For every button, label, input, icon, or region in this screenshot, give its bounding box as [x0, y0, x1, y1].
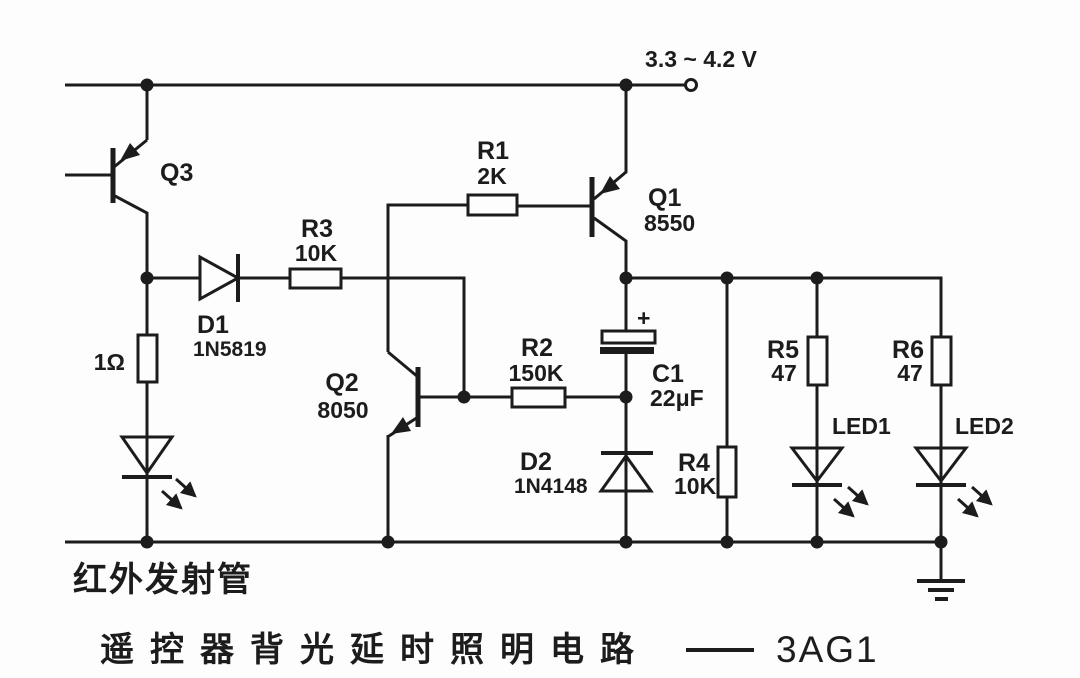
led1: LED1 [788, 413, 891, 518]
diode-d2: D2 1N4148 [514, 448, 654, 498]
junction-dot [619, 390, 633, 404]
q1-emitter-arrow-icon [600, 176, 620, 194]
resistor-r3: R3 10K [288, 215, 343, 290]
r5-value: 47 [771, 360, 797, 386]
ir-emitter-annotation: 红外发射管 [73, 561, 253, 599]
junction-dot [619, 535, 633, 549]
led1-emission-arrow-icon [846, 485, 869, 506]
junction-dot [140, 78, 154, 92]
c1-label: C1 [652, 360, 684, 388]
q2-label: Q2 [325, 369, 358, 397]
r5-label: R5 [767, 336, 799, 364]
resistor-r5: R5 47 [767, 335, 829, 387]
r3-label: R3 [301, 215, 333, 243]
c1-negative-plate [600, 347, 654, 354]
junction-dot [457, 390, 471, 404]
transistor-q2: Q2 8050 [317, 350, 421, 542]
q1-label: Q1 [648, 184, 681, 212]
led1-triangle-icon [788, 446, 846, 484]
d2-label: D2 [520, 448, 552, 476]
led1-emission-arrow-icon [832, 497, 855, 518]
r6-value: 47 [897, 360, 923, 386]
d1-label: D1 [197, 311, 229, 339]
q1-collector [593, 216, 628, 278]
led2: LED2 [912, 413, 1014, 518]
led1-label: LED1 [832, 413, 891, 439]
r4-body [716, 445, 738, 499]
wire-mid-rail [626, 276, 943, 337]
junction-dot [140, 271, 154, 285]
r1-value: 2K [477, 163, 507, 189]
d1-part: 1N5819 [193, 338, 267, 361]
junction-dot [720, 271, 734, 285]
r3-body [288, 267, 343, 290]
resistor-1ohm: 1Ω [94, 333, 159, 384]
r2-value: 150K [509, 360, 564, 386]
wire-r1-to-q2-collector [386, 203, 468, 352]
resistor-r1: R1 2K [466, 137, 519, 217]
transistor-q1: Q1 8550 [589, 85, 695, 278]
ir-led-emission-arrow-icon [174, 477, 197, 498]
q1-part: 8550 [644, 210, 695, 236]
r4-value: 10K [674, 473, 717, 499]
junction-dot [140, 535, 154, 549]
r-ir-body [136, 333, 159, 384]
ir-led [119, 435, 197, 510]
r1-body [466, 193, 519, 217]
junction-dot [619, 78, 633, 92]
q3-label: Q3 [160, 159, 193, 187]
wire-r3-to-q2-base [341, 276, 466, 397]
q2-emitter-arrow-icon [391, 417, 411, 434]
r3-value: 10K [295, 240, 338, 266]
c1-polarity-mark: + [637, 305, 650, 331]
capacitor-c1: + C1 22μF [600, 305, 704, 411]
led2-triangle-icon [912, 446, 970, 484]
r6-label: R6 [892, 336, 924, 364]
caption-model: 3AG1 [776, 629, 879, 670]
r-ir-value: 1Ω [94, 349, 125, 375]
led2-emission-arrow-icon [970, 485, 993, 506]
junction-dot [381, 535, 395, 549]
r4-label: R4 [678, 449, 710, 477]
power-terminal: 3.3 ~ 4.2 V [645, 46, 758, 92]
junction-dot [619, 271, 633, 285]
resistor-r2: R2 150K [509, 334, 567, 409]
power-voltage-label: 3.3 ~ 4.2 V [645, 46, 758, 72]
r2-label: R2 [521, 334, 553, 362]
r6-body [930, 335, 953, 387]
ir-led-triangle-icon [119, 435, 175, 476]
d2-triangle-icon [598, 453, 654, 493]
junction-dots [140, 78, 948, 549]
d1-triangle-icon [198, 254, 242, 302]
diode-d1: D1 1N5819 [193, 254, 267, 361]
resistor-r6: R6 47 [892, 335, 953, 387]
junction-dot [810, 271, 824, 285]
q2-collector [387, 350, 419, 379]
junction-dot [934, 535, 948, 549]
junction-dot [810, 535, 824, 549]
led2-emission-arrow-icon [956, 497, 979, 518]
resistor-r4: R4 10K [674, 445, 738, 499]
terminal-circle-icon [684, 78, 698, 92]
d2-part: 1N4148 [514, 475, 588, 498]
c1-positive-plate [600, 329, 657, 345]
ir-led-emission-arrow-icon [160, 489, 183, 510]
q3-emitter-arrow-icon [120, 143, 140, 161]
junction-dot [720, 535, 734, 549]
c1-value: 22μF [650, 385, 704, 411]
caption-title: 遥控器背光延时照明电路 [100, 631, 650, 669]
r2-body [510, 386, 567, 409]
led2-label: LED2 [955, 413, 1014, 439]
r1-label: R1 [477, 137, 509, 165]
q3-collector [114, 194, 149, 278]
q2-part: 8050 [317, 397, 368, 423]
r5-body [806, 335, 829, 387]
q2-emitter [386, 415, 419, 542]
transistor-q3: Q3 [65, 138, 193, 278]
ground-symbol-icon [917, 542, 965, 601]
